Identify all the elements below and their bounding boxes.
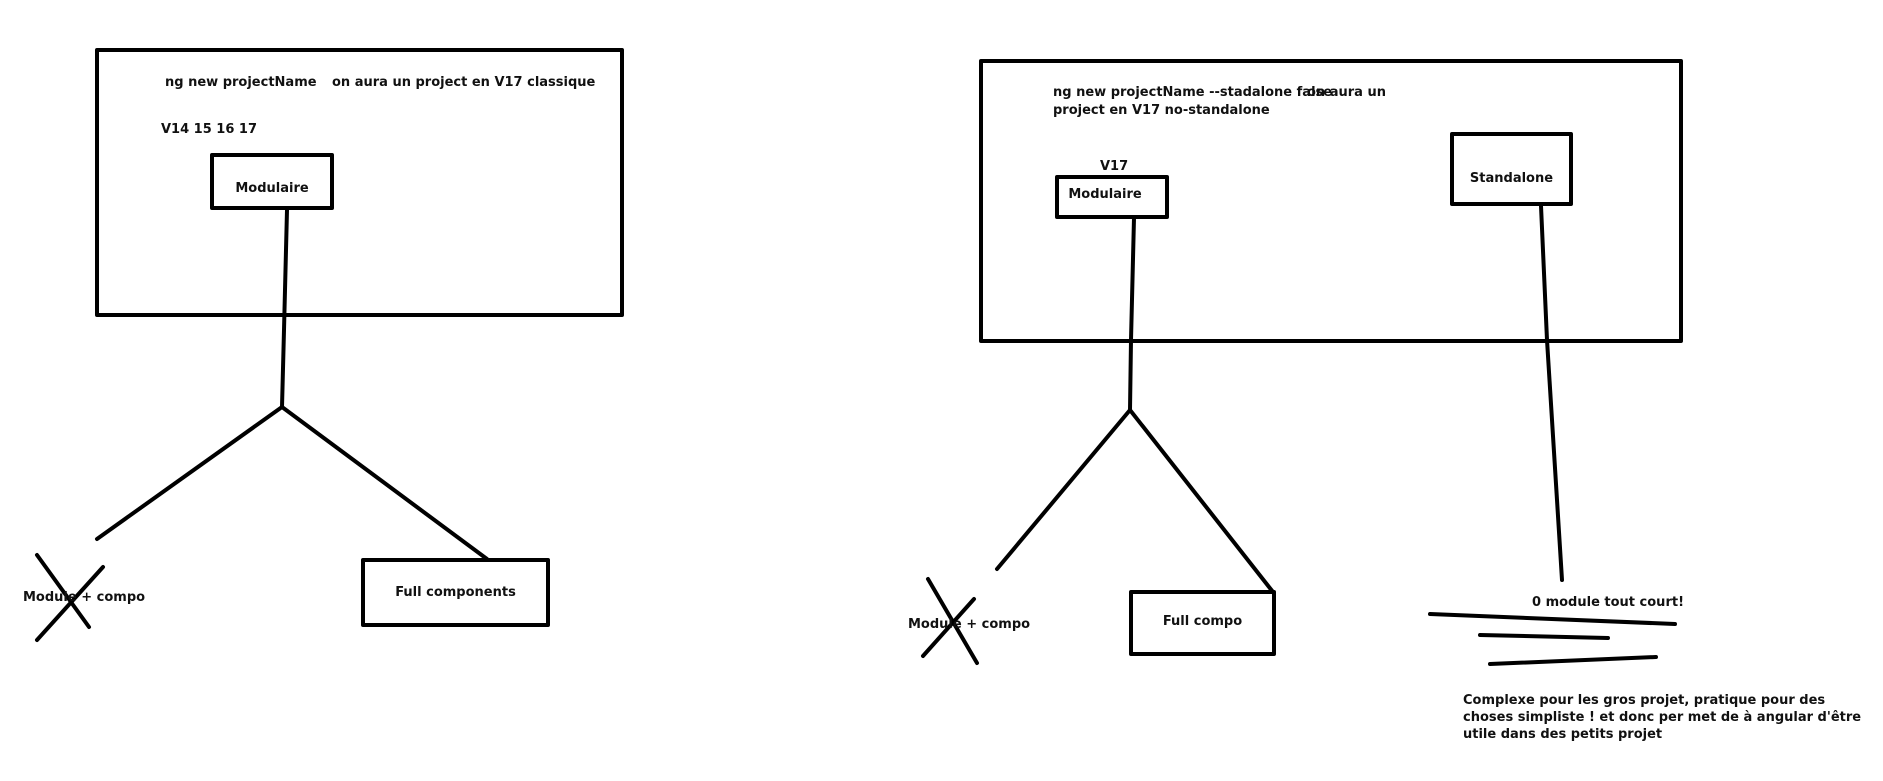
ground-line-top: [1428, 612, 1677, 626]
left-project-frame: [95, 48, 624, 317]
left-branch-left: [95, 405, 284, 541]
right-version-label: V17: [1100, 159, 1129, 174]
right-command-line2-label: project en V17 no-standalone: [1053, 103, 1270, 118]
left-crossed-option-label: Module + compo: [23, 590, 146, 605]
right-result-label: on aura un: [1307, 85, 1386, 100]
right-standalone-box-frame: [1450, 132, 1573, 206]
right-branch-right: [1128, 408, 1275, 594]
right-branch-left: [995, 408, 1132, 571]
right-modulaire-box-frame: [1055, 175, 1169, 219]
left-full-components-box-frame: [361, 558, 550, 627]
ground-line-middle: [1478, 633, 1610, 640]
right-full-compo-box-frame: [1129, 590, 1276, 656]
left-full-components-box-label: Full components: [395, 585, 516, 600]
left-versions-label: V14 15 16 17: [161, 122, 258, 137]
right-standalone-box-label: Standalone: [1469, 171, 1554, 186]
left-command-label: ng new projectName: [165, 75, 317, 90]
right-command-line1-label: ng new projectName --stadalone false: [1053, 85, 1333, 100]
ground-line-bottom: [1488, 655, 1658, 666]
left-result-label: on aura un project en V17 classique: [332, 75, 596, 90]
right-project-frame: [979, 59, 1683, 343]
left-trunk-line: [280, 208, 289, 409]
no-module-label: 0 module tout court!: [1532, 595, 1684, 610]
right-crossed-option-label: Module + compo: [908, 617, 1031, 632]
left-modulaire-box-frame: [210, 153, 334, 210]
right-cross-stroke-2: [921, 597, 976, 658]
left-cross-stroke-1: [35, 553, 91, 629]
right-trunk-line: [1128, 216, 1136, 412]
standalone-trunk-line: [1539, 204, 1564, 582]
right-full-compo-box-label: Full compo: [1162, 614, 1243, 629]
left-cross-stroke-2: [35, 565, 105, 642]
conclusion-text: Complexe pour les gros projet, pratique …: [1463, 693, 1862, 742]
right-modulaire-box-label: Modulaire: [1068, 187, 1142, 202]
left-branch-right: [280, 405, 489, 561]
left-modulaire-box-label: Modulaire: [235, 181, 309, 196]
